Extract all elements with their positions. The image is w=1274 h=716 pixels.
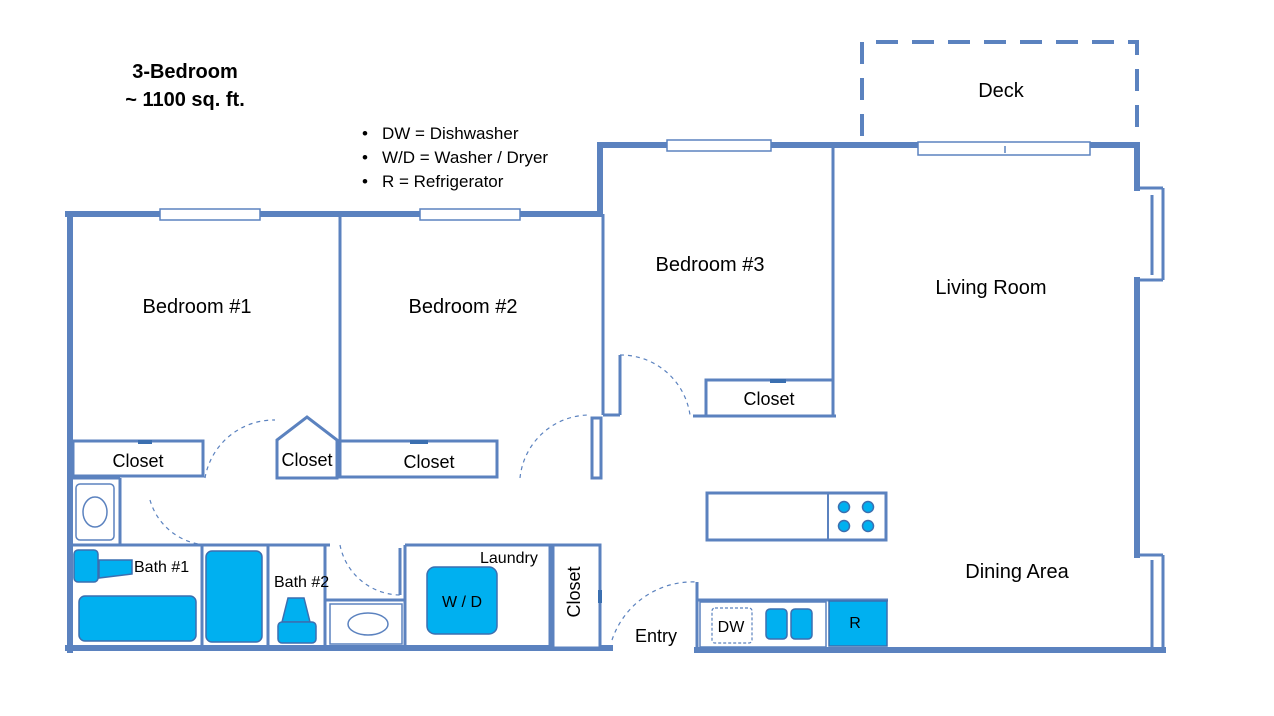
legend-bullet: • <box>362 124 368 143</box>
bath1-tub-icon <box>78 595 197 642</box>
closet-label-bedroom3: Closet <box>743 389 794 409</box>
plan-area: ~ 1100 sq. ft. <box>125 89 245 111</box>
bath1-fixtures <box>73 483 197 642</box>
kitchen-island <box>705 491 888 542</box>
bath1-toilet-tank-icon <box>73 549 99 583</box>
room-label-dining-area: Dining Area <box>965 561 1069 583</box>
legend-item-dw: DW = Dishwasher <box>382 124 519 143</box>
bath1-toilet-icon <box>98 559 133 579</box>
cooktop-burner-icon <box>837 519 851 533</box>
sliding-door-deck <box>917 141 1091 156</box>
legend-item-wd: W/D = Washer / Dryer <box>382 148 548 167</box>
windows <box>159 139 1091 221</box>
refrigerator-icon <box>828 600 888 647</box>
bath2-sink-icon <box>347 612 389 636</box>
plan-title: 3-Bedroom <box>132 61 238 83</box>
room-label-bath1: Bath #1 <box>134 559 189 576</box>
closet-label-bedroom1: Closet <box>112 451 163 471</box>
closets <box>71 378 835 650</box>
legend-bullet: • <box>362 148 368 167</box>
legend: • DW = Dishwasher • W/D = Washer / Dryer… <box>362 124 548 191</box>
room-label-bath2: Bath #2 <box>274 574 329 591</box>
closet-label-bedroom2: Closet <box>403 452 454 472</box>
room-label-bedroom1: Bedroom #1 <box>143 296 252 318</box>
kitchen-sink-icon <box>790 608 813 640</box>
window-bedroom3 <box>666 139 772 152</box>
room-label-bedroom2: Bedroom #2 <box>409 296 518 318</box>
closet-bedroom1 <box>71 439 205 478</box>
closet-bedroom2 <box>338 439 499 479</box>
cooktop-burner-icon <box>837 500 851 514</box>
closet-hall <box>275 415 339 480</box>
washer-dryer-label: W / D <box>442 594 482 611</box>
refrigerator-label: R <box>849 615 861 632</box>
closet-label-laundry: Closet <box>564 566 584 617</box>
bath2-toilet-icon <box>281 597 311 623</box>
bath2-fixtures <box>205 550 403 645</box>
kitchen-counter <box>705 491 888 542</box>
legend-item-r: R = Refrigerator <box>382 172 504 191</box>
closet-label-hall: Closet <box>281 450 332 470</box>
bath1-sink-icon <box>82 496 108 528</box>
dishwasher-label: DW <box>718 619 746 636</box>
washer-dryer-icon <box>426 566 498 635</box>
dishwasher-icon <box>711 607 753 644</box>
cooktop-burner-icon <box>861 500 875 514</box>
bath2-toilet-tank-icon <box>277 621 317 644</box>
window-bedroom2 <box>419 208 521 221</box>
kitchen-counter-bottom <box>699 600 888 648</box>
room-label-bedroom3: Bedroom #3 <box>656 254 765 276</box>
legend-bullet: • <box>362 172 368 191</box>
bath2-tub-icon <box>205 550 263 643</box>
room-label-deck: Deck <box>978 80 1025 102</box>
closet-bedroom3 <box>704 378 835 418</box>
window-bedroom1 <box>159 208 261 221</box>
room-label-laundry: Laundry <box>480 550 538 567</box>
kitchen-sink-icon <box>765 608 788 640</box>
room-label-living-room: Living Room <box>935 277 1046 299</box>
deck-outline <box>860 40 1139 136</box>
room-label-entry: Entry <box>635 626 677 646</box>
cooktop-burner-icon <box>861 519 875 533</box>
door-swings <box>149 354 698 641</box>
